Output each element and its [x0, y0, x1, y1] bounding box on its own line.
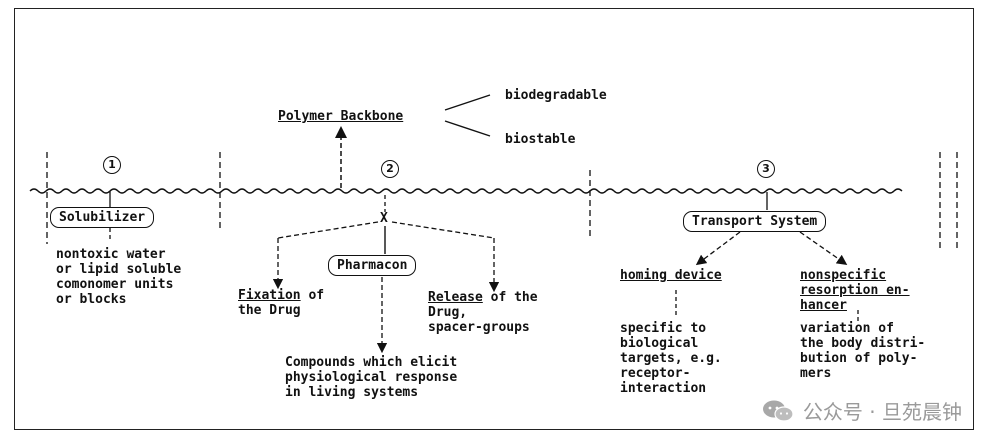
release-word: Release — [428, 290, 483, 305]
section-number-1: 1 — [103, 156, 121, 174]
section-number-3: 3 — [757, 160, 775, 178]
polymer-backbone-label: Polymer Backbone — [278, 109, 404, 124]
compounds-description: Compounds which elicit physiological res… — [285, 355, 458, 400]
transport-system-box: Transport System — [683, 211, 827, 232]
solubilizer-description: nontoxic water or lipid soluble comonome… — [56, 247, 182, 307]
release-label: Release of the — [428, 290, 538, 305]
solubilizer-box: Solubilizer — [50, 207, 155, 228]
nonspecific-enhancer-label: nonspecific resorption en- hancer — [800, 268, 910, 313]
fixation-line2: the Drug — [238, 303, 301, 318]
nonspecific-description: variation of the body distri- bution of … — [800, 321, 926, 381]
section-number-2: 2 — [381, 160, 399, 178]
biodegradable-label: biodegradable — [505, 88, 607, 103]
cleavage-x-mark: X — [380, 211, 388, 226]
biostable-label: biostable — [505, 132, 576, 147]
fixation-label: Fixation of — [238, 288, 324, 303]
watermark: 公众号 · 旦苑晨钟 — [761, 396, 962, 425]
fixation-word: Fixation — [238, 288, 301, 303]
homing-device-label: homing device — [620, 268, 722, 283]
release-description: Drug, spacer-groups — [428, 305, 530, 335]
homing-description: specific to biological targets, e.g. rec… — [620, 321, 722, 396]
wavy-backbone-line — [29, 188, 903, 194]
fixation-rest: of — [300, 288, 325, 303]
watermark-text: 公众号 · 旦苑晨钟 — [802, 400, 962, 424]
pharmacon-box: Pharmacon — [328, 255, 417, 276]
wechat-icon — [762, 400, 794, 422]
release-rest: of the — [482, 290, 538, 305]
